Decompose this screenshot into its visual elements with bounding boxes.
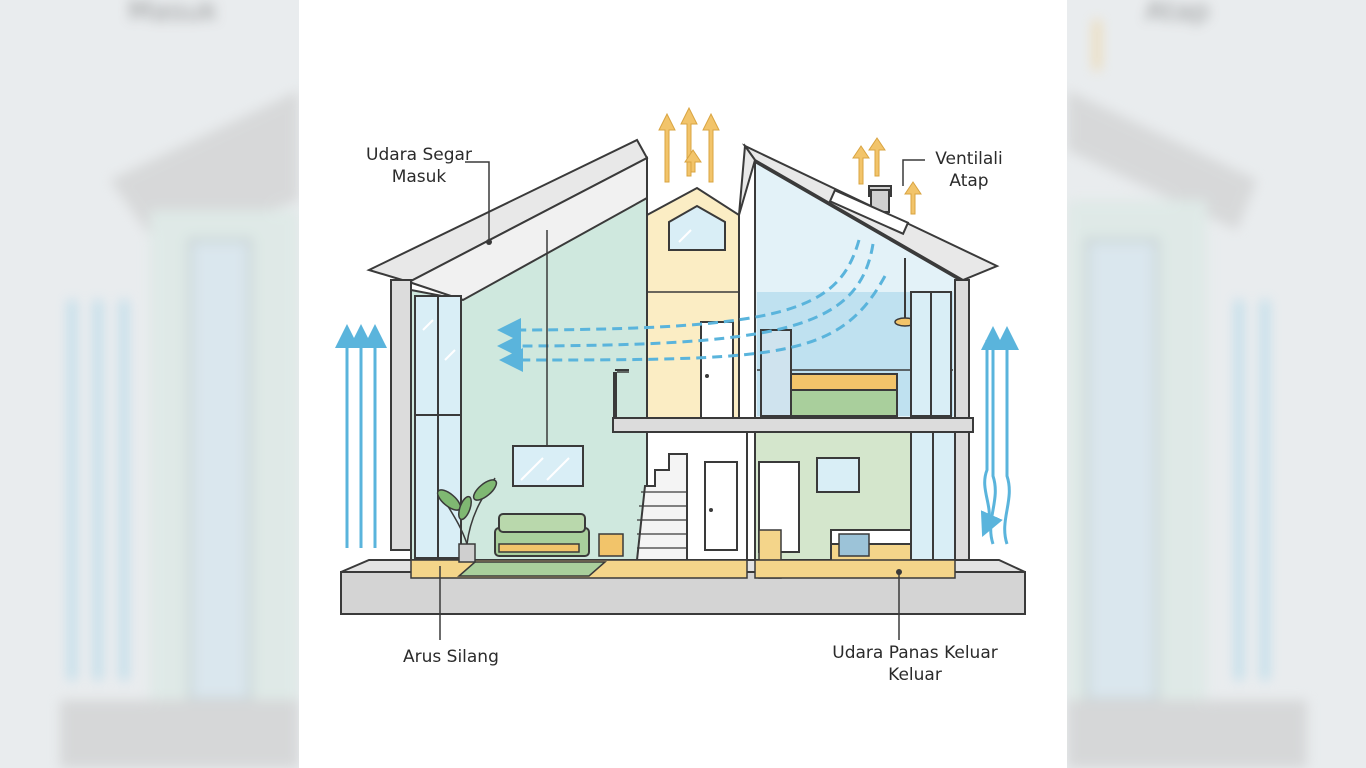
hot-air-label: Udara Panas Keluar Keluar xyxy=(815,642,1015,686)
background-right-caption: Atap xyxy=(1145,0,1210,27)
cross-flow-arrows xyxy=(497,239,887,372)
fresh-air-arrows-right xyxy=(980,326,1019,545)
roof-vent-label-line2: Atap xyxy=(949,171,989,191)
fresh-air-label-line2: Masuk xyxy=(391,167,447,187)
tall-window-left xyxy=(414,295,462,559)
upper-floor-slab xyxy=(612,417,974,433)
side-table xyxy=(598,533,624,557)
upper-bedroom xyxy=(754,160,964,419)
potted-plant xyxy=(436,477,498,563)
hot-air-arrows xyxy=(658,106,922,215)
lower-bedroom-picture xyxy=(816,457,860,493)
fresh-air-label: Udara Segar Masuk xyxy=(349,144,489,188)
background-right-blur: Atap xyxy=(1067,0,1366,768)
background-left-blur: Masuk xyxy=(0,0,299,768)
house-cross-section xyxy=(335,106,1026,640)
coffee-table xyxy=(498,543,580,553)
hot-air-label-line2: Keluar xyxy=(888,665,942,685)
bedroom-floor xyxy=(754,559,956,579)
cross-flow-label: Arus Silang xyxy=(403,647,499,667)
roof-vent-label: Ventilali Atap xyxy=(927,148,1011,192)
rug xyxy=(457,561,607,577)
leader-lines xyxy=(439,159,925,640)
lower-bedroom xyxy=(754,431,956,579)
roof-vent-grille xyxy=(828,188,910,236)
roof-vent-label-line1: Ventilali xyxy=(935,149,1003,169)
background-left-house xyxy=(60,90,299,768)
background-right-house xyxy=(1067,20,1307,768)
fresh-air-label-line1: Udara Segar xyxy=(366,145,472,165)
staircase xyxy=(635,431,748,561)
fresh-air-arrows-left xyxy=(335,324,387,548)
left-outer-wall xyxy=(390,279,412,551)
diagram-panel: Udara Segar Masuk Ventilali Atap Arus Si… xyxy=(299,0,1067,768)
background-left-caption: Masuk xyxy=(128,0,218,27)
hot-air-label-line1: Udara Panas Keluar xyxy=(832,643,998,663)
